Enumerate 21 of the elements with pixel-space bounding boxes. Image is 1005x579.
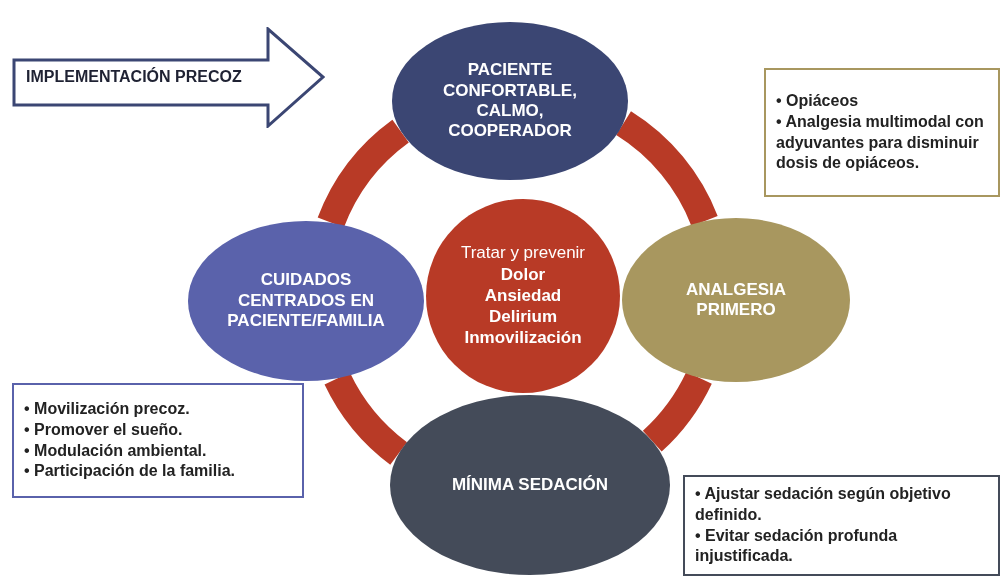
bullet-text: • Ajustar sedación según objetivo definido.: [695, 483, 952, 525]
block-arrow: [12, 27, 325, 128]
note-box: [683, 475, 1000, 576]
bullet-text: • Participación de la familia.: [24, 461, 236, 482]
note-box: [764, 68, 1000, 197]
bullet-text: • Opiáceos: [776, 90, 860, 111]
ring-arc: [615, 111, 718, 227]
node-text: Dolor Ansiedad Delirium Inmovilización: [464, 263, 582, 349]
bullet-text: • Promover el sueño.: [24, 419, 184, 440]
node-text: Tratar y prevenir: [460, 243, 586, 264]
bullet-text: • Analgesia multimodal con adyuvantes para disminuir dosis de opiáceos.: [776, 111, 985, 174]
bullet-text: • Evitar sedación profunda injustificada.: [695, 525, 899, 567]
note-box: [12, 383, 304, 498]
bullet-text: • Modulación ambiental.: [24, 440, 208, 461]
node-text: MÍNIMA SEDACIÓN: [451, 474, 609, 496]
ring-arc: [642, 371, 712, 452]
bullet-text: • Movilización precoz.: [24, 398, 191, 419]
arrow-label: IMPLEMENTACIÓN PRECOZ: [26, 68, 242, 86]
node-text: ANALGESIA PRIMERO: [684, 279, 788, 321]
node-text: PACIENTE CONFORTABLE, CALMO, COOPERADOR: [442, 60, 578, 142]
node-text: CUIDADOS CENTRADOS EN PACIENTE/FAMILIA: [226, 270, 386, 332]
